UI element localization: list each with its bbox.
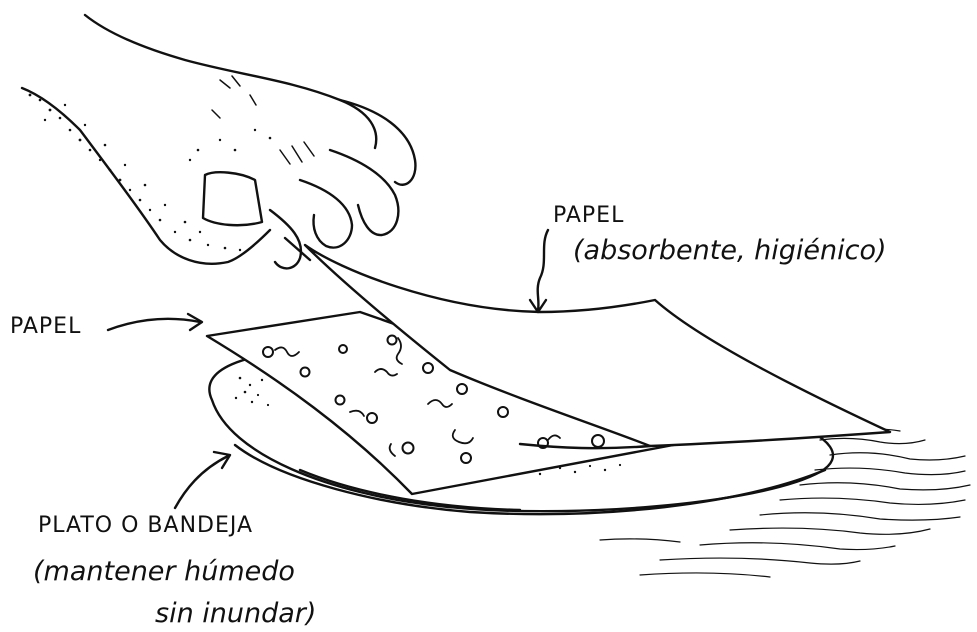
plate-label: PLATO O BANDEJA — [38, 513, 253, 538]
arrow-to-top-paper — [538, 230, 548, 310]
hand-illustration — [22, 15, 415, 268]
plate-note-line-1: (mantener húmedo — [33, 556, 295, 587]
plate-note-line-2: sin inundar) — [155, 598, 316, 629]
paper-left-label: PAPEL — [10, 314, 81, 339]
table-shadow-hatching — [600, 429, 970, 577]
arrow-to-left-paper — [108, 319, 200, 330]
arrow-to-plate — [175, 456, 228, 508]
paper-top-detail: (absorbente, higiénico) — [573, 235, 887, 266]
paper-top-label: PAPEL — [553, 203, 624, 228]
